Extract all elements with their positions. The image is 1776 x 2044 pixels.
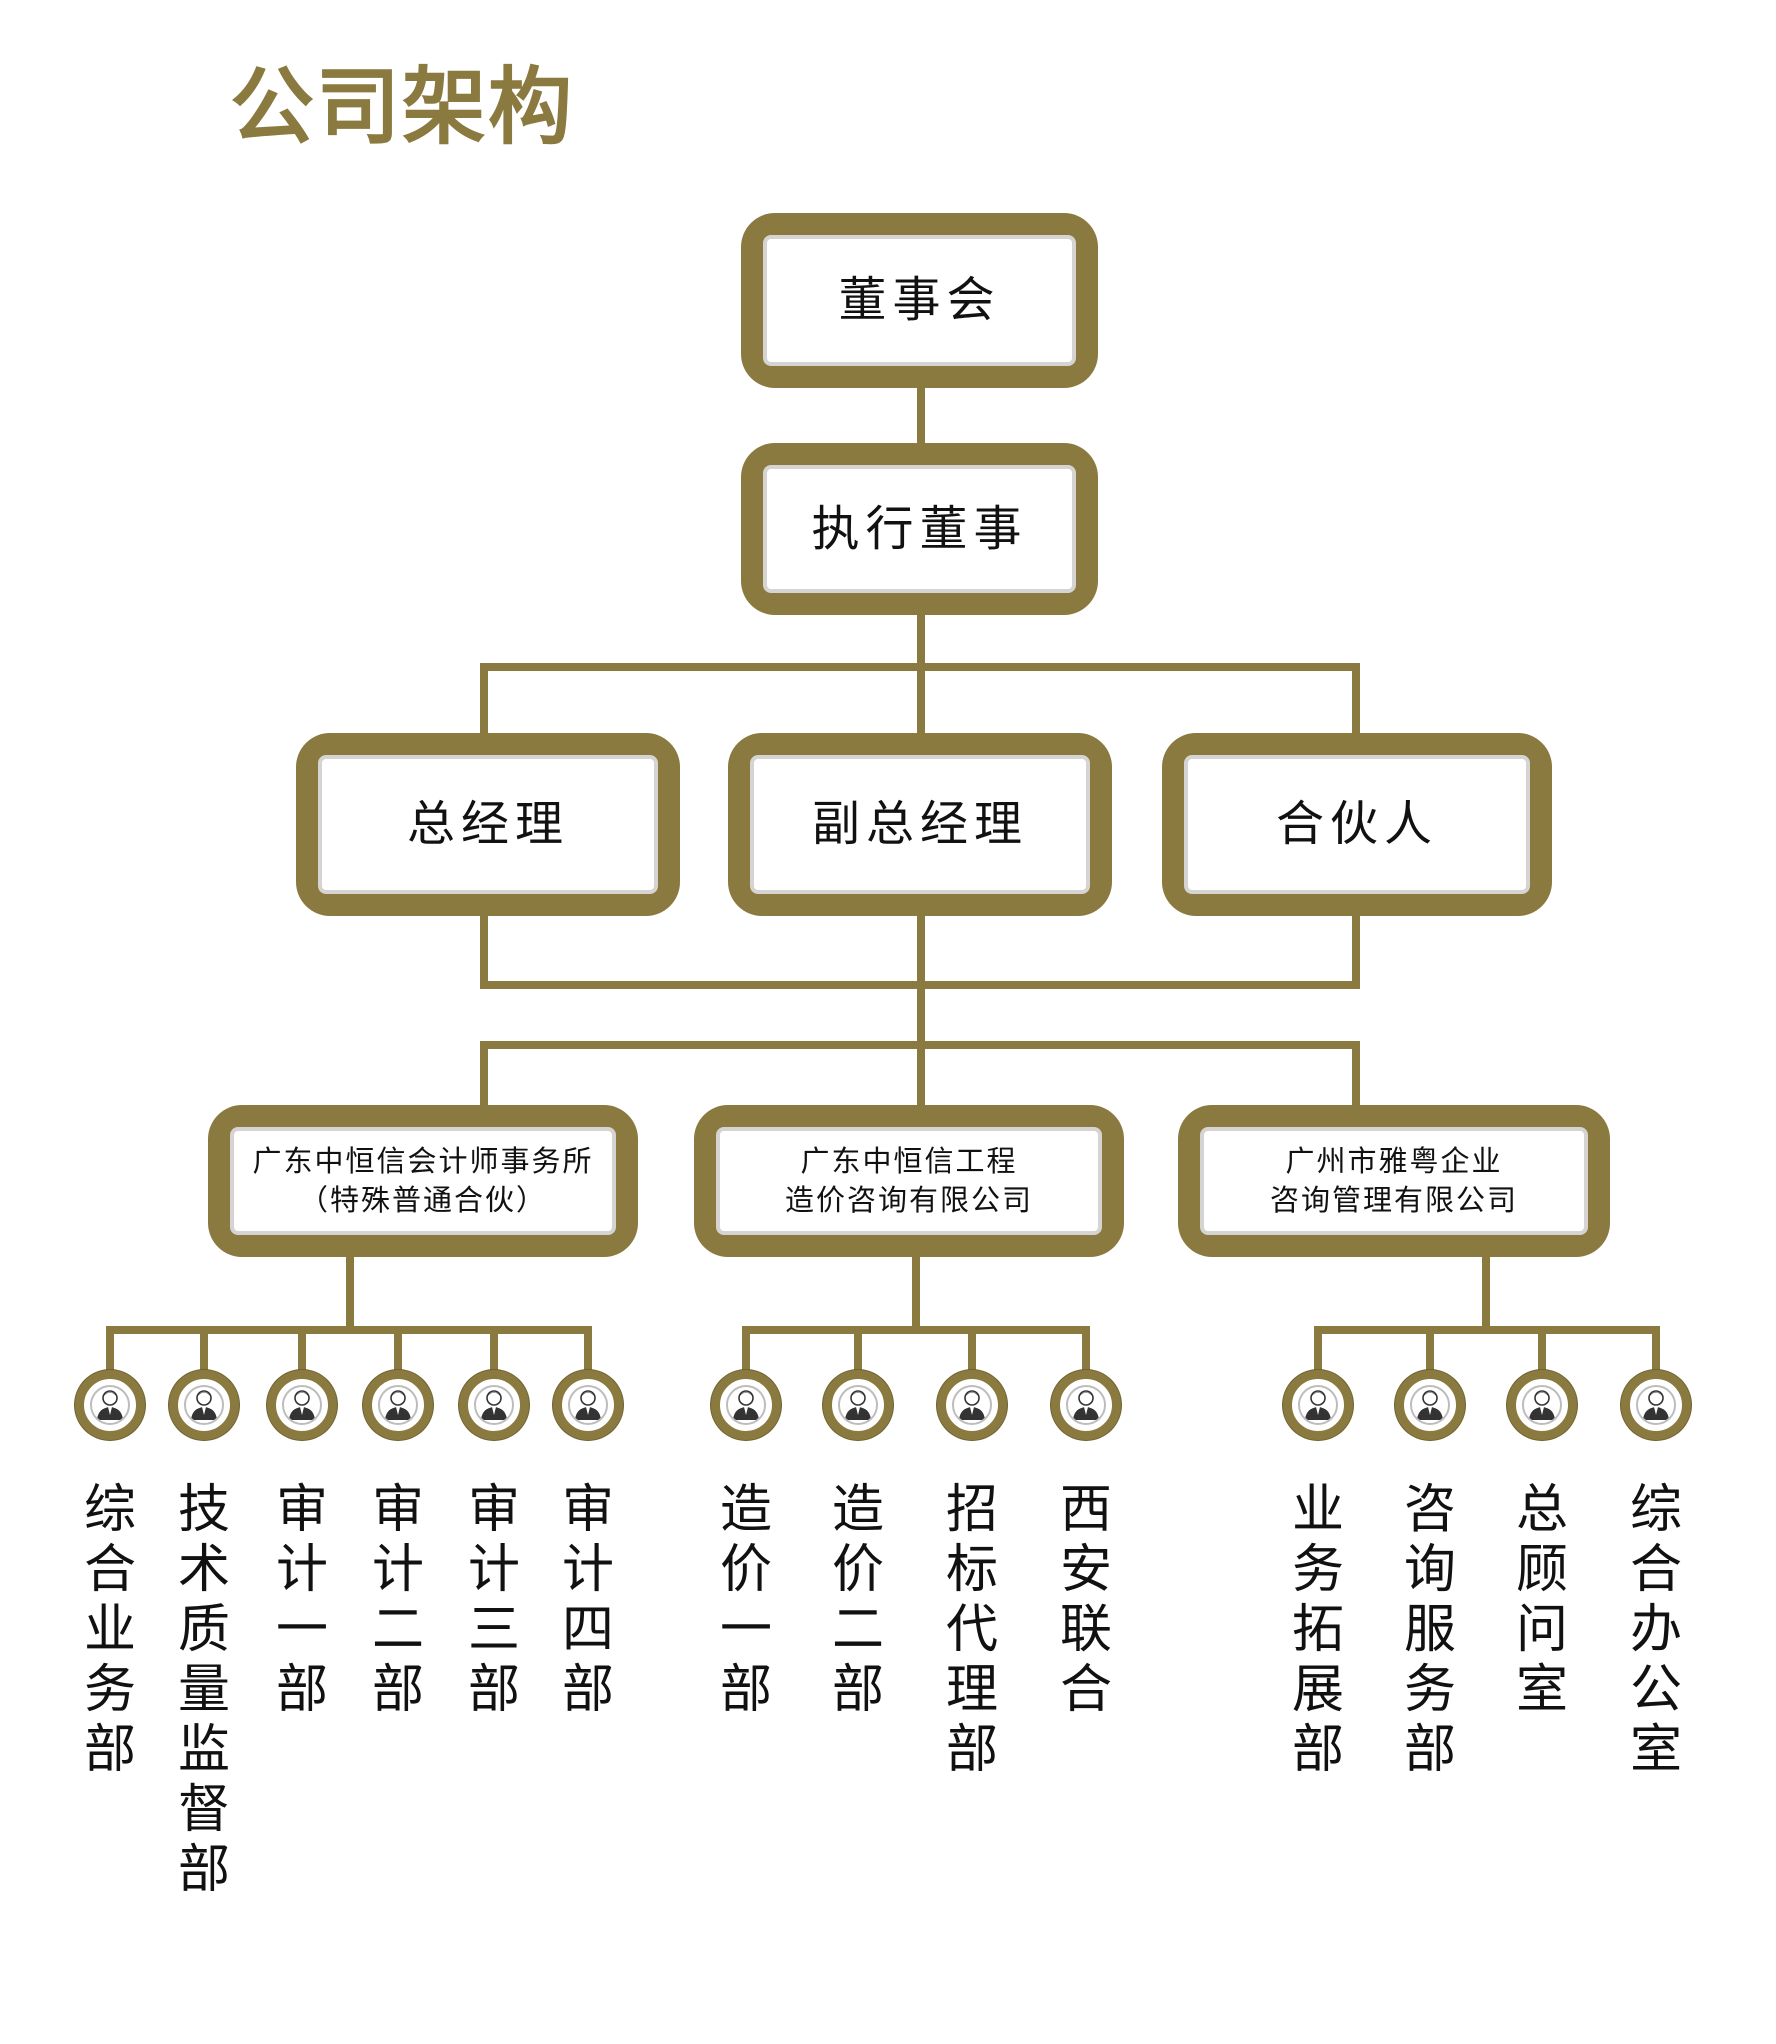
board-of-directors-node: 董事会 bbox=[741, 213, 1098, 388]
person-icon bbox=[381, 1387, 415, 1423]
general-manager-label: 总经理 bbox=[406, 796, 569, 853]
person-icon bbox=[477, 1387, 511, 1423]
person-icon bbox=[1069, 1387, 1103, 1423]
person-icon bbox=[285, 1387, 319, 1423]
cost-consulting-company-node: 广东中恒信工程 造价咨询有限公司 bbox=[694, 1105, 1124, 1257]
department-avatar bbox=[1395, 1370, 1465, 1440]
yayue-consulting-company-node: 广州市雅粤企业 咨询管理有限公司 bbox=[1178, 1105, 1610, 1257]
person-icon bbox=[729, 1387, 763, 1423]
person-icon bbox=[93, 1387, 127, 1423]
dept-audit-4: 审计四部 bbox=[561, 1480, 614, 1720]
dept-audit-3: 审计三部 bbox=[467, 1480, 520, 1720]
dept-comprehensive-business: 综合业务部 bbox=[83, 1480, 136, 1780]
board-of-directors-label: 董事会 bbox=[838, 272, 1001, 329]
person-icon bbox=[187, 1387, 221, 1423]
general-manager-node: 总经理 bbox=[296, 733, 680, 916]
dept-chief-advisor-office: 总顾问室 bbox=[1515, 1480, 1568, 1720]
person-icon bbox=[1413, 1387, 1447, 1423]
department-avatar bbox=[363, 1370, 433, 1440]
department-avatar bbox=[1283, 1370, 1353, 1440]
department-avatar bbox=[553, 1370, 623, 1440]
page-title: 公司架构 bbox=[230, 58, 575, 156]
department-avatar bbox=[75, 1370, 145, 1440]
department-avatar bbox=[1507, 1370, 1577, 1440]
partner-node: 合伙人 bbox=[1162, 733, 1552, 916]
dept-technical-quality-supervision: 技术质量监督部 bbox=[177, 1480, 230, 1900]
dept-audit-2: 审计二部 bbox=[371, 1480, 424, 1720]
department-avatar bbox=[823, 1370, 893, 1440]
department-avatar bbox=[937, 1370, 1007, 1440]
yayue-consulting-company-label-line1: 广州市雅粤企业 bbox=[1285, 1143, 1503, 1178]
person-icon bbox=[1301, 1387, 1335, 1423]
department-avatar bbox=[1621, 1370, 1691, 1440]
dept-xian-united: 西安联合 bbox=[1059, 1480, 1112, 1720]
executive-director-label: 执行董事 bbox=[811, 500, 1028, 557]
deputy-general-manager-node: 副总经理 bbox=[728, 733, 1112, 916]
dept-tender-agency: 招标代理部 bbox=[945, 1480, 998, 1780]
partner-label: 合伙人 bbox=[1275, 796, 1438, 853]
dept-cost-2: 造价二部 bbox=[831, 1480, 884, 1720]
dept-audit-1: 审计一部 bbox=[275, 1480, 328, 1720]
department-avatar bbox=[169, 1370, 239, 1440]
dept-general-office: 综合办公室 bbox=[1629, 1480, 1682, 1780]
department-avatar bbox=[711, 1370, 781, 1440]
person-icon bbox=[1639, 1387, 1673, 1423]
dept-consulting-service: 咨询服务部 bbox=[1403, 1480, 1456, 1780]
cost-consulting-company-label-line1: 广东中恒信工程 bbox=[800, 1143, 1018, 1178]
yayue-consulting-company-label-line2: 咨询管理有限公司 bbox=[1269, 1183, 1518, 1217]
department-avatar bbox=[267, 1370, 337, 1440]
executive-director-node: 执行董事 bbox=[741, 443, 1098, 615]
department-avatar bbox=[459, 1370, 529, 1440]
deputy-general-manager-label: 副总经理 bbox=[811, 796, 1028, 853]
accounting-firm-label-line2: （特殊普通合伙） bbox=[298, 1183, 547, 1217]
dept-business-expansion: 业务拓展部 bbox=[1291, 1480, 1344, 1780]
person-icon bbox=[1525, 1387, 1559, 1423]
accounting-firm-label-line1: 广东中恒信会计师事务所 bbox=[252, 1143, 594, 1178]
person-icon bbox=[955, 1387, 989, 1423]
person-icon bbox=[571, 1387, 605, 1423]
cost-consulting-company-label-line2: 造价咨询有限公司 bbox=[784, 1183, 1033, 1217]
person-icon bbox=[841, 1387, 875, 1423]
accounting-firm-node: 广东中恒信会计师事务所 （特殊普通合伙） bbox=[208, 1105, 638, 1257]
dept-cost-1: 造价一部 bbox=[719, 1480, 772, 1720]
department-avatar bbox=[1051, 1370, 1121, 1440]
